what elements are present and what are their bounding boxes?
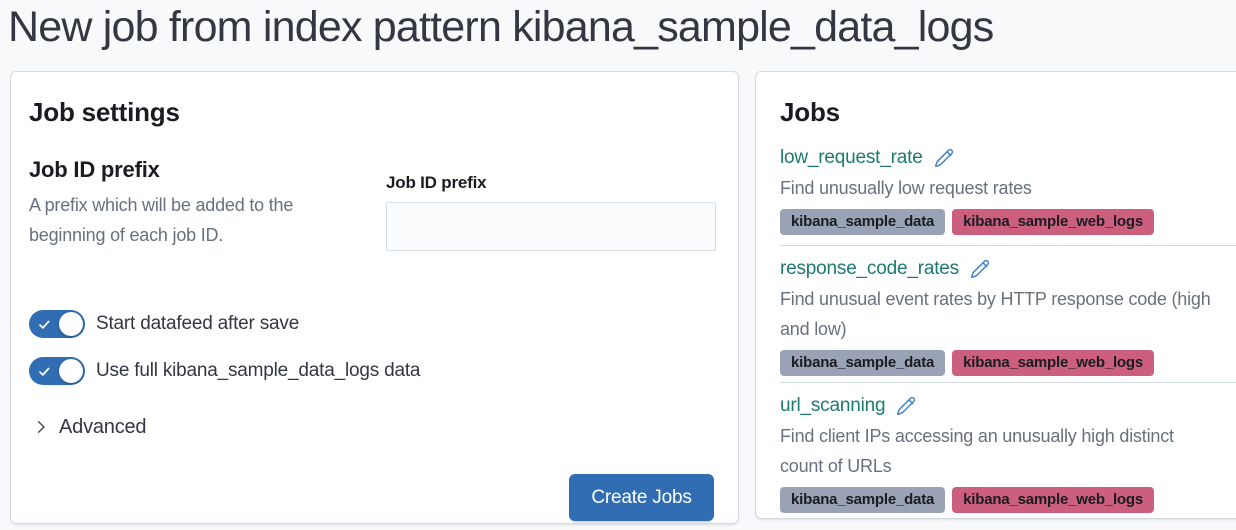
start-datafeed-toggle[interactable] [29, 310, 85, 338]
job-description: Find unusually low request rates [780, 178, 1032, 198]
badge-kibana-sample-web-logs: kibana_sample_web_logs [952, 350, 1155, 376]
advanced-section-toggle[interactable]: Advanced [33, 413, 147, 441]
use-full-data-toggle[interactable] [29, 357, 85, 385]
job-id-prefix-section-heading: Job ID prefix [29, 157, 160, 182]
job-description: Find unusual event rates by HTTP respons… [780, 289, 1211, 339]
toggle-knob [59, 312, 83, 336]
job-id-prefix-field-label: Job ID prefix [386, 173, 487, 192]
check-icon [37, 317, 52, 332]
pencil-icon[interactable] [934, 148, 955, 169]
job-entry: response_code_rates Find unusual event r… [780, 257, 1236, 376]
chevron-right-icon [33, 419, 49, 435]
toggle-knob [59, 359, 83, 383]
check-icon [37, 364, 52, 379]
pencil-icon[interactable] [896, 396, 917, 417]
use-full-data-toggle-label: Use full kibana_sample_data_logs data [96, 360, 421, 381]
badge-kibana-sample-web-logs: kibana_sample_web_logs [952, 209, 1155, 235]
start-datafeed-toggle-label: Start datafeed after save [96, 313, 300, 334]
job-settings-heading: Job settings [29, 97, 180, 127]
job-link-url-scanning[interactable]: url_scanning [780, 395, 886, 416]
jobs-heading: Jobs [780, 97, 840, 127]
job-entry: low_request_rate Find unusually low requ… [780, 146, 1236, 235]
job-settings-panel: Job settings Job ID prefix A prefix whic… [10, 71, 739, 524]
job-link-low-request-rate[interactable]: low_request_rate [780, 147, 923, 168]
page-title: New job from index pattern kibana_sample… [8, 3, 994, 51]
divider [780, 245, 1236, 246]
badge-kibana-sample-web-logs: kibana_sample_web_logs [952, 487, 1155, 513]
job-description: Find client IPs accessing an unusually h… [780, 426, 1174, 476]
advanced-label: Advanced [59, 415, 147, 438]
jobs-panel: Jobs low_request_rate Find unusually low… [755, 71, 1236, 519]
badge-kibana-sample-data: kibana_sample_data [780, 350, 946, 376]
divider [780, 382, 1236, 383]
job-link-response-code-rates[interactable]: response_code_rates [780, 258, 959, 279]
badge-kibana-sample-data: kibana_sample_data [780, 487, 946, 513]
job-id-prefix-input[interactable] [386, 202, 716, 251]
job-id-prefix-description: A prefix which will be added to the begi… [29, 195, 294, 245]
badge-kibana-sample-data: kibana_sample_data [780, 209, 946, 235]
job-entry: url_scanning Find client IPs accessing a… [780, 394, 1236, 513]
pencil-icon[interactable] [970, 259, 991, 280]
create-jobs-button[interactable]: Create Jobs [569, 474, 714, 521]
